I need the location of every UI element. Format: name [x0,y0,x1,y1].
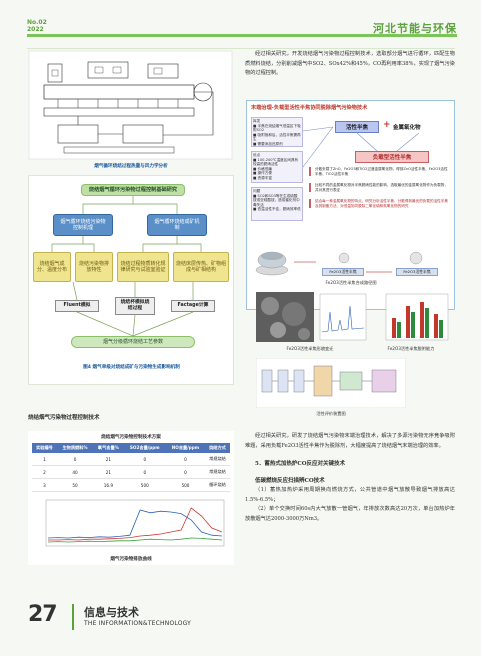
cap3: Fe2O3活性半焦脱附能力 [387,346,435,351]
scheme-table: 实验编号 生物质燃料% 氧气含量% SO2含量/ppm NO含量/ppm 烧结方… [32,443,230,492]
journal-title: 河北节能与环保 [373,22,457,35]
tech-title: 末端治理-负载型活性半焦协同脱除烟气污染物技术 [251,105,368,111]
right-lower: 经过相关研究，研发了烧结烟气污染物末端治理技术，解决了多源污染物无序竞争吸附难题… [245,432,455,525]
flow-b2: 烟气循环烧结成矿机制 [147,214,207,236]
tech-left-2: 优点 ■ 100-200℃温度区间具有较高的脱硝活性 ■ 价格低廉 ■ 操作方便… [251,151,303,183]
cap1: Fe2O3活性半焦合成路径图 [325,280,377,285]
synthesis-arrows [294,251,423,273]
img-sub1: Fe2O3活性半焦 [322,268,364,276]
table-title: 烧结烟气污染物控制技术方案 [101,435,161,440]
para-2: （2）单个交换时间60s内大气放散一管烟气，年排放次数高达20万次，单台加热炉年… [245,506,455,522]
flow-y2: 烧结污染物排放特性 [75,252,113,282]
cap4: 活性评价装置图 [316,411,346,416]
line-chart-caption: 烟气污染物排放曲线 [110,557,152,562]
footer-separator [72,604,74,630]
header-bar [27,34,457,37]
right-top-paragraph: 经过相关研究，开发烧结烟气污染物过程控制技术，选取部分烟气进行循环，匹配生物质燃… [245,51,455,77]
flow-m1: Fluent模拟 [55,300,99,312]
tech-c2: 金属氧化物 [393,125,421,131]
flow-y3: 烧结过程物质转化规律研究与试验室验证 [117,252,169,282]
tech-r-3: 结合每一种金属氧化物的特点，研究分析活性半焦、分散得到最优的负载的活性半焦及其制… [309,199,451,209]
tech-c3: 负载型活性半焦 [355,151,429,163]
img-sub2: Fe2O3活性半焦 [396,268,438,276]
sem-image [256,292,314,342]
tech-left-1: 挥发 ■ 半焦在烧结烟气低温区下吸附SO2 ■ 吸附饱和后，活性半焦需再生 ■ … [251,117,303,147]
right-mid-paragraph: 经过相关研究，研发了烧结烟气污染物末端治理技术，解决了多源污染物无序竞争吸附难题… [245,433,455,449]
sintering-diagram [28,50,233,160]
flow-y1: 烧结烟气成分、温度分布 [33,252,71,282]
series-line-2 [47,537,223,543]
th: 烧结方式 [204,443,230,453]
left-column: 烟气循环烧结过程热量与风力学分析 烧结烟气循环污染物过程控制基础研究 烟气循环烧… [28,50,234,565]
left-section-title: 烧结烟气污染物过程控制技术 [28,415,100,421]
flow-caption: 图4 烟气单级对烧结成矿与污染物生成影响机制 [83,365,180,370]
fig1-caption: 烟气循环烧结过程热量与风力学分析 [94,164,168,169]
tech-r-2: 比较不同的金属氧化物对半焦脱硝性能的影响，选取最优的金属氧化物作为负载物，并对其… [309,183,451,193]
footer-column-en: THE INFORMATION&TECHNOLOGY [84,620,192,627]
header-issue: No.02 2022 [27,19,47,33]
right-column: 经过相关研究，开发烧结烟气污染物过程控制技术，选取部分烟气进行循环，匹配生物质燃… [245,50,455,79]
series-line-0 [47,509,223,539]
flow-m2: 烧结杯模拟烧结过程 [115,297,155,315]
th: 实验编号 [32,443,57,453]
tech-arrows [302,126,420,168]
bar-chart [385,293,449,341]
tech-r-1: 分散负载了ZnO、Fe2O3和TiO2过渡金属氧化物，得到ZnO活性半焦、Fe2… [309,167,451,177]
emission-line-chart [45,499,225,547]
section-5-title: 5．蓄热式加热炉CO反应对关键技术 [255,461,345,468]
page-number: 27 [28,602,58,627]
section-5-sub: 低碳燃烧反应扫描辨CO技术 [255,478,325,485]
footer-column-cn: 信息与技术 [84,606,139,619]
th: 生物质燃料% [56,443,94,453]
cap2: Fe2O3活性半焦形貌变迁 [286,346,334,351]
flow-bottom: 烟气分级循环烧结工艺参数 [71,336,195,348]
flow-b1: 烟气循环烧结污染物控制机理 [53,214,113,236]
th: 氧气含量% [93,443,124,453]
apparatus-image [256,358,406,408]
series-line-1 [48,507,223,541]
para-1: （1）蓄热加热炉采用周期换向燃烧方式，公共管道中烟气放散导致烟气排放高达1.5%… [245,487,455,503]
tech-plus: + [383,120,391,130]
tech-left-3: 问题 ■ SO2和SO3等在生成硫酸铵或亚硫酸铵，造成催化剂中毒失活 ■ 低温活… [251,187,303,221]
beaker-image [255,251,289,276]
flow-m3: Factage计算 [171,300,215,312]
tech-images: Fe2O3活性半焦 Fe2O3活性半焦 Fe2O3活性半焦合成路径图 Fe2O3… [246,246,455,422]
th: SO2含量/ppm [123,443,166,453]
page-frame [27,48,455,590]
xrd-chart [319,293,367,341]
flow-y4: 烧结床层传热、矿物组成与矿相结构 [173,252,229,282]
tech-c1: 活性半焦 [335,121,379,133]
flowchart: 烧结烟气循环污染物过程控制基础研究 烟气循环烧结污染物控制机理 烟气循环烧结成矿… [28,175,234,385]
table-block: 烧结烟气污染物控制技术方案 实验编号 生物质燃料% 氧气含量% SO2含量/pp… [28,431,234,565]
flow-top: 烧结烟气循环污染物过程控制基础研究 [81,184,185,196]
th: NO含量/ppm [165,443,205,453]
